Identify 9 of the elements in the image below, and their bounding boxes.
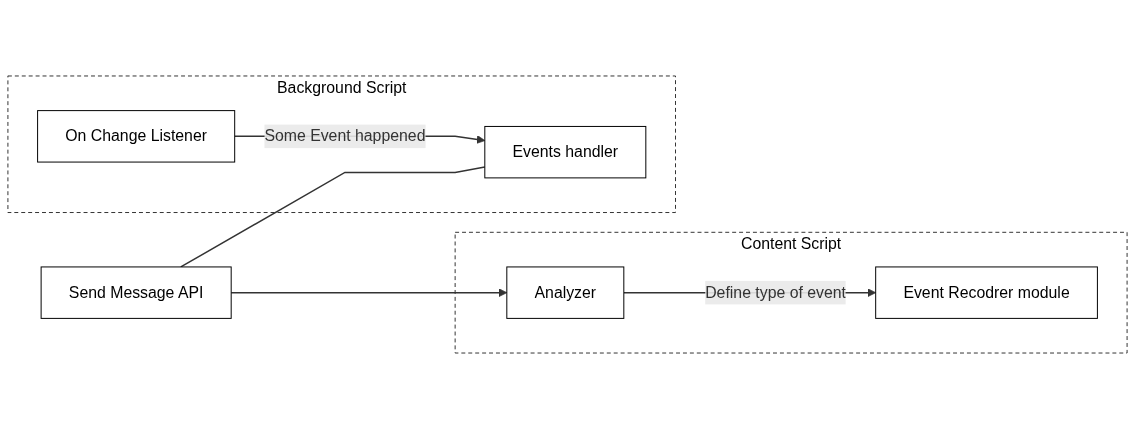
edge-label: Some Event happened [264,127,426,145]
node-box: Send Message API [40,266,232,319]
connector [180,166,486,268]
node-box: Events handler [484,125,647,179]
node-box: Event Recodrer module [875,266,1098,319]
arrow [230,288,508,297]
node-box: Analyzer [506,266,625,319]
node-box: On Change Listener [37,110,236,163]
edge-label: Define type of event [705,283,846,301]
